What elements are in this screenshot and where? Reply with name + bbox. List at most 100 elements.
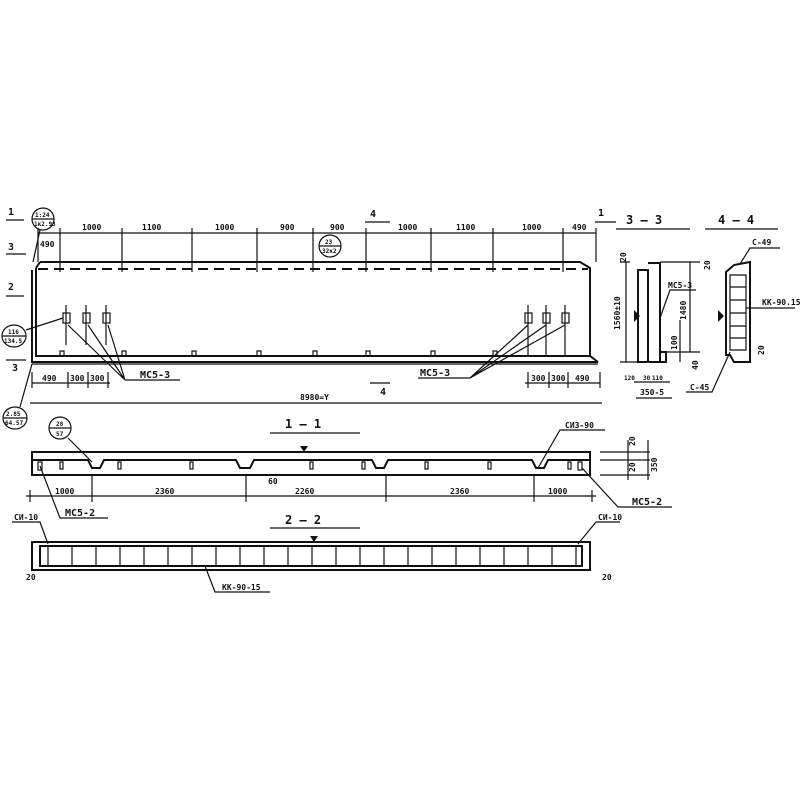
dim-label: 1000 (55, 487, 74, 496)
svg-text:3: 3 (8, 242, 14, 253)
dim-label: 900 (330, 223, 345, 232)
dim-label: 490 (40, 240, 55, 249)
loops-row (59, 350, 498, 356)
dim-label: 300 (551, 374, 566, 383)
dim-label: 350-5 (640, 388, 664, 397)
svg-text:4: 4 (380, 387, 386, 398)
insert-label: MC5-2 (632, 497, 662, 508)
section-outline (637, 262, 667, 363)
dim-label: 1000 (522, 223, 541, 232)
stirrups (47, 546, 577, 566)
dim-label: 20 (703, 260, 712, 270)
svg-text:32к2: 32к2 (322, 248, 337, 255)
dim-label: 1000 (82, 223, 101, 232)
insert-label: MC5-3 (420, 368, 450, 379)
dim-label: 2360 (450, 487, 469, 496)
dim-label: 20 (619, 252, 628, 262)
insert-label: C-49 (752, 238, 771, 247)
dim-label: 1000 (215, 223, 234, 232)
embedded-plates-right (418, 305, 570, 379)
dim-label: 1560±10 (613, 296, 622, 330)
insert-label: СИ-10 (598, 513, 622, 522)
svg-text:2: 2 (8, 282, 14, 293)
section-title: 2 — 2 (285, 513, 321, 527)
svg-text:1:24: 1:24 (35, 212, 50, 219)
level-marker-icon (718, 310, 724, 322)
dim-label: 1100 (142, 223, 161, 232)
dim-label: 110 (652, 375, 663, 382)
level-marker-icon (310, 536, 318, 542)
dim-label: 300 (70, 374, 85, 383)
callout-bottom-left: 2.85 64.57 (2, 363, 33, 430)
svg-text:23: 23 (325, 239, 333, 246)
dim-label: 490 (572, 223, 587, 232)
svg-text:20: 20 (628, 436, 637, 446)
beam-section-outline (31, 451, 591, 476)
svg-text:57: 57 (56, 431, 64, 438)
height-dims: 20 20 350 (600, 436, 659, 480)
section-3-3: 3 — 3 1560±10 1480 100 20 40 MC5-3 120 3… (613, 213, 700, 399)
overall-length: 8980=Y (300, 393, 329, 402)
svg-text:1: 1 (8, 207, 14, 218)
dim-label: 30 (643, 375, 651, 382)
callout-left: 116 134.5 (1, 317, 64, 348)
dim-label: 300 (531, 374, 546, 383)
callout-28-57: 28 57 (48, 416, 93, 463)
dim-label: 1480 (679, 301, 688, 320)
section-4-4: 4 — 4 C-49 КК-90.15 C-45 20 20 (686, 213, 800, 393)
dim-label: 1000 (398, 223, 417, 232)
dim-label: 60 (268, 477, 278, 486)
svg-text:134.5: 134.5 (4, 338, 22, 345)
reinforcement-cage (729, 274, 747, 351)
level-marker-icon (300, 446, 308, 452)
section-title: 1 — 1 (285, 417, 321, 431)
section-title: 4 — 4 (718, 213, 754, 227)
openings (37, 461, 583, 471)
svg-text:1: 1 (598, 208, 604, 219)
dim-label: 1000 (548, 487, 567, 496)
beam-section-outline (31, 541, 591, 571)
dim-label: 490 (42, 374, 57, 383)
svg-text:116: 116 (8, 329, 19, 336)
section-2-2: 2 — 2 СИ-10 СИ-10 КК-90-15 20 20 (12, 513, 622, 593)
svg-text:3: 3 (12, 363, 18, 374)
reinforcement-label: КК-90-15 (222, 583, 261, 592)
section-title: 3 — 3 (626, 213, 662, 227)
insert-label: MC5-3 (140, 370, 170, 381)
dim-label: 490 (575, 374, 590, 383)
section-marks: 1 3 2 3 4 4 1 (6, 207, 616, 398)
svg-text:20: 20 (628, 462, 637, 472)
svg-text:28: 28 (56, 421, 64, 428)
beam-elevation: 490 1000 1100 1000 900 900 1000 1100 100… (1, 207, 616, 430)
reinforcement-label: КК-90.15 (762, 298, 800, 307)
insert-label: СИЗ-90 (565, 421, 594, 430)
callout-mid: 23 32к2 (318, 234, 342, 258)
dim-label: 300 (90, 374, 105, 383)
svg-text:4: 4 (370, 209, 376, 220)
dim-label: 2260 (295, 487, 314, 496)
beam-outline (31, 261, 599, 363)
section-outline (725, 260, 751, 363)
svg-text:2.85: 2.85 (6, 411, 21, 418)
insert-label: MC5-2 (65, 508, 95, 519)
insert-label: C-45 (690, 383, 709, 392)
embedded-plates-left (62, 305, 180, 381)
section-1-1: 1 — 1 1000 2360 2260 2360 1000 60 MC5-2 … (26, 416, 672, 519)
top-dim-ticks (37, 228, 597, 272)
dim-label: 120 (624, 375, 635, 382)
dim-label: 20 (26, 573, 36, 582)
dim-label: 2360 (155, 487, 174, 496)
level-marker-icon (634, 310, 640, 322)
svg-text:64.57: 64.57 (5, 420, 23, 427)
dim-label: 900 (280, 223, 295, 232)
dim-label: 100 (670, 335, 679, 350)
svg-text:1к2.93: 1к2.93 (34, 221, 56, 228)
callout-top-left: 1:24 1к2.93 (31, 207, 56, 263)
insert-label: MC5-3 (668, 281, 692, 290)
svg-text:350: 350 (650, 457, 659, 472)
dim-label: 20 (757, 345, 766, 355)
dim-label: 1100 (456, 223, 475, 232)
dim-label: 20 (602, 573, 612, 582)
